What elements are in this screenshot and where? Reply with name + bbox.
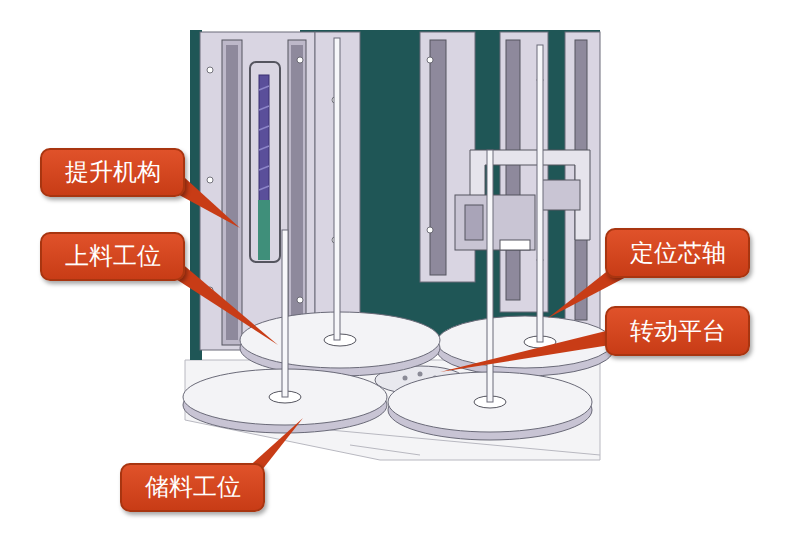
callout-text: 上料工位 [65,243,161,269]
callout-label: 上料工位 [40,232,185,281]
callout-text: 定位芯轴 [630,240,726,266]
callout-label: 定位芯轴 [605,228,750,278]
callout-label: 提升机构 [40,148,185,197]
callout-text: 转动平台 [630,318,726,344]
callout-label: 储料工位 [120,463,265,512]
callout-text: 提升机构 [65,159,161,185]
callout-text: 储料工位 [145,474,241,500]
callout-label: 转动平台 [605,306,750,356]
